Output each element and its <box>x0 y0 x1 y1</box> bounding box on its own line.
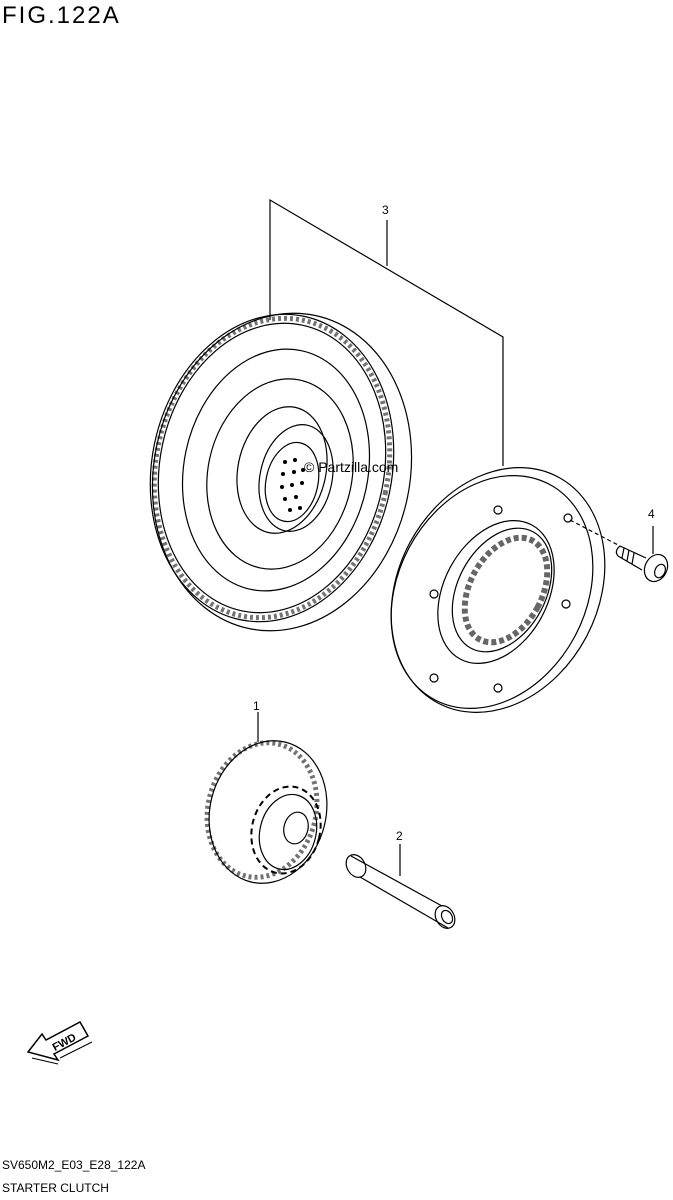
watermark: © Partzilla.com <box>304 459 398 475</box>
callout-3-number: 3 <box>382 203 389 217</box>
callout-1-number: 1 <box>253 699 260 713</box>
figure-title: FIG.122A <box>2 2 121 29</box>
fwd-arrow-icon <box>26 1020 93 1065</box>
starter-driven-gear <box>204 712 328 884</box>
footer-name: STARTER CLUTCH <box>2 1181 109 1195</box>
one-way-clutch <box>390 467 606 713</box>
bolt <box>569 519 669 583</box>
callout-3-bracket <box>269 198 504 466</box>
callout-4-number: 4 <box>648 507 655 521</box>
footer-code: SV650M2_E03_E28_122A <box>2 1158 146 1172</box>
shaft <box>345 844 456 929</box>
large-starter-gear <box>149 312 413 632</box>
callout-2-number: 2 <box>396 829 403 843</box>
